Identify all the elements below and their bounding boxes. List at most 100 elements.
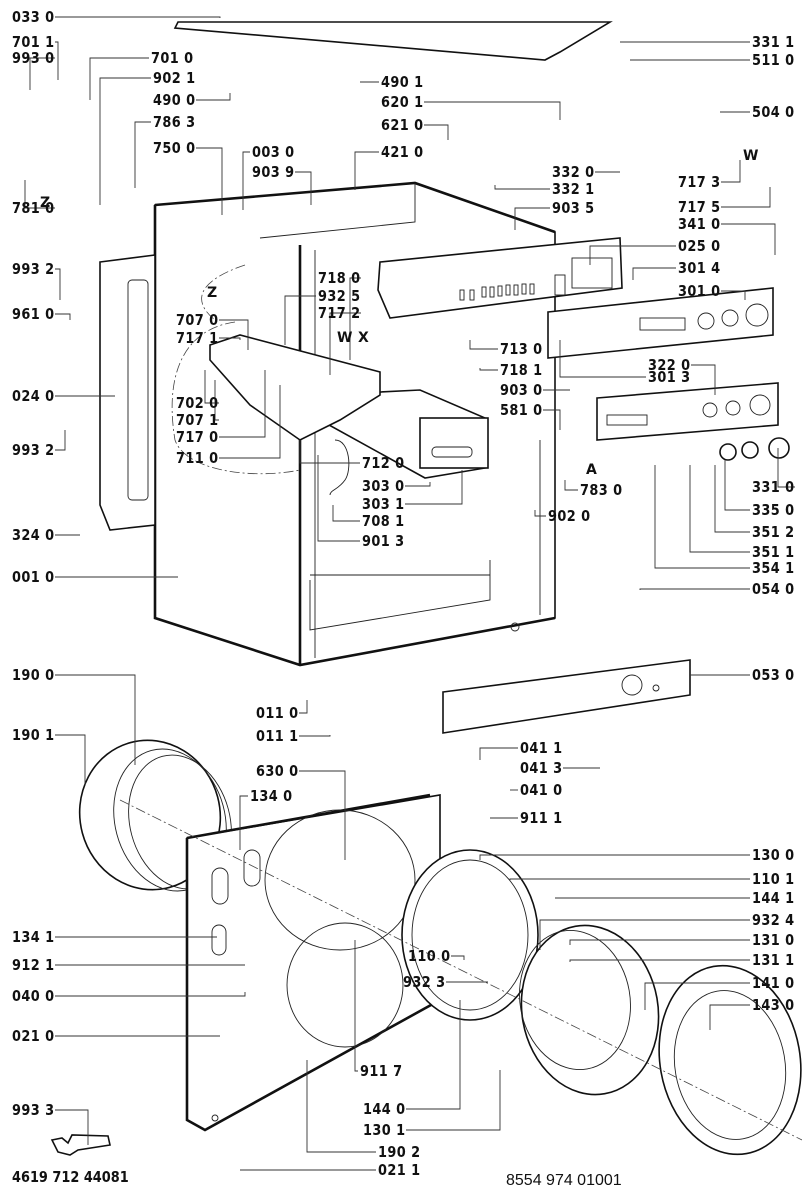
dispenser-housing [209, 334, 381, 441]
part-label-711-0: 711 0 [176, 449, 219, 467]
leader-line-711-0 [219, 385, 281, 459]
leader-line-341-0 [721, 223, 776, 255]
part-label-932-4: 932 4 [752, 911, 795, 929]
part-label-024-0: 024 0 [12, 387, 55, 405]
leader-line-141-0 [644, 982, 750, 1010]
part-label-903-5: 903 5 [552, 199, 595, 217]
leader-line-110-0 [451, 955, 465, 960]
part-label-301-0: 301 0 [678, 282, 721, 300]
part-label-301-4: 301 4 [678, 259, 721, 277]
part-label-781-0: 781 0 [12, 199, 55, 217]
part-label-144-1: 144 1 [752, 889, 795, 907]
leader-line-961-0 [55, 313, 71, 320]
part-label-786-3: 786 3 [153, 113, 196, 131]
leader-line-702-0 [204, 370, 219, 404]
leader-line-011-0 [299, 700, 308, 714]
part-label-708-1: 708 1 [362, 512, 405, 530]
leader-line-581-0 [543, 409, 561, 430]
leader-line-701-0 [89, 57, 149, 100]
leader-line-421-0 [354, 151, 379, 190]
leader-line-901-3 [317, 455, 360, 542]
leader-line-143-0 [709, 1004, 750, 1030]
part-label-190-1: 190 1 [12, 726, 55, 744]
part-label-490-0: 490 0 [153, 91, 196, 109]
part-label-490-1: 490 1 [381, 73, 424, 91]
leader-line-131-1 [569, 959, 750, 962]
part-label-054-0: 054 0 [752, 580, 795, 598]
part-label-143-0: 143 0 [752, 996, 795, 1014]
leader-line-041-1 [479, 747, 518, 760]
leader-line-011-1 [299, 735, 331, 737]
leader-line-351-2 [714, 465, 750, 533]
reference-marker-x: X [358, 330, 369, 346]
kick-plate [442, 659, 691, 734]
part-label-717-0: 717 0 [176, 428, 219, 446]
part-label-341-0: 341 0 [678, 215, 721, 233]
leader-line-025-0 [589, 245, 676, 265]
part-label-041-0: 041 0 [520, 781, 563, 799]
part-label-911-7: 911 7 [360, 1062, 403, 1080]
leader-line-717-3 [721, 160, 741, 183]
reference-marker-z: Z [207, 285, 218, 301]
leader-line-717-5 [721, 187, 771, 208]
side-panel [99, 254, 156, 531]
leader-line-130-0 [479, 854, 750, 860]
part-label-717-2: 717 2 [318, 304, 361, 322]
drain-hose [329, 439, 350, 496]
part-label-190-0: 190 0 [12, 666, 55, 684]
footer-left-partnumber: 4619 712 44081 [12, 1168, 129, 1186]
part-label-041-3: 041 3 [520, 759, 563, 777]
leader-line-903-5 [514, 207, 550, 230]
leader-line-902-0 [534, 510, 546, 517]
leader-line-717-2 [329, 312, 361, 375]
leader-line-033-0 [55, 16, 221, 18]
leader-line-040-0 [55, 992, 246, 997]
part-label-110-0: 110 0 [408, 947, 451, 965]
part-label-993-3: 993 3 [12, 1101, 55, 1119]
reference-marker-a: A [586, 462, 597, 478]
door-axis [119, 799, 802, 1141]
leader-line-718-0 [349, 277, 361, 360]
leader-line-110-1 [509, 878, 750, 880]
part-label-351-2: 351 2 [752, 523, 795, 541]
part-label-021-1: 021 1 [378, 1161, 421, 1179]
top-cover-panel [173, 21, 613, 61]
part-label-903-9: 903 9 [252, 163, 295, 181]
door-glass [520, 924, 660, 1096]
part-label-902-0: 902 0 [548, 507, 591, 525]
leader-line-130-1 [406, 1070, 501, 1131]
leader-line-190-1 [55, 734, 86, 785]
part-label-581-0: 581 0 [500, 401, 543, 419]
part-label-903-0: 903 0 [500, 381, 543, 399]
part-label-702-0: 702 0 [176, 394, 219, 412]
part-label-701-1: 701 1 [12, 33, 55, 51]
part-label-901-3: 901 3 [362, 532, 405, 550]
leader-line-717-1 [219, 337, 241, 340]
reference-marker-w: W [743, 148, 759, 164]
leader-line-993-0 [29, 57, 55, 90]
part-label-141-0: 141 0 [752, 974, 795, 992]
part-label-993-2: 993 2 [12, 260, 55, 278]
part-label-351-1: 351 1 [752, 543, 795, 561]
reference-marker-z: Z [40, 195, 51, 211]
part-label-324-0: 324 0 [12, 526, 55, 544]
leader-line-303-1 [405, 470, 463, 505]
part-label-134-0: 134 0 [250, 787, 293, 805]
part-label-717-1: 717 1 [176, 329, 219, 347]
leader-line-131-0 [569, 939, 750, 945]
part-label-001-0: 001 0 [12, 568, 55, 586]
control-knobs [719, 437, 790, 461]
leader-line-750-0 [196, 147, 223, 215]
leader-line-993-3 [55, 1109, 89, 1145]
spanner-tool [50, 1134, 111, 1156]
part-label-961-0: 961 0 [12, 305, 55, 323]
leader-line-190-0 [55, 674, 136, 765]
leader-line-134-0 [239, 795, 248, 850]
leader-line-718-1 [479, 368, 498, 371]
part-label-713-0: 713 0 [500, 340, 543, 358]
part-label-011-1: 011 1 [256, 727, 299, 745]
program-panel [596, 382, 779, 441]
control-panel-frame [377, 237, 623, 319]
part-label-332-1: 332 1 [552, 180, 595, 198]
